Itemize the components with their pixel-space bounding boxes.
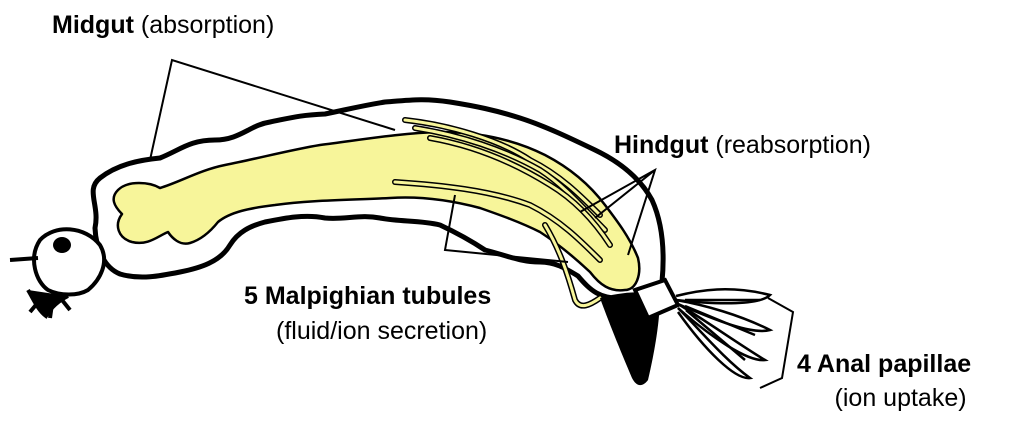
larva-head — [10, 229, 104, 318]
hindgut-label: Hindgut (reabsorption) — [614, 133, 871, 158]
hindgut-title: Hindgut — [614, 131, 708, 159]
anal-title: 4 Anal papillae — [797, 350, 971, 378]
midgut-label: Midgut (absorption) — [52, 13, 274, 38]
midgut-desc: (absorption) — [141, 11, 274, 39]
anal-papillae — [676, 289, 770, 378]
anal-desc: (ion uptake) — [835, 384, 967, 412]
midgut-title: Midgut — [52, 11, 134, 39]
papillae-bracket — [760, 298, 793, 388]
anal-papillae-label: 4 Anal papillae (ion uptake) — [797, 352, 971, 411]
malpighian-title: 5 Malpighian tubules — [244, 282, 491, 310]
hindgut-desc: (reabsorption) — [715, 131, 871, 159]
malpighian-desc: (fluid/ion secretion) — [276, 317, 487, 345]
malpighian-label: 5 Malpighian tubules (fluid/ion secretio… — [244, 284, 491, 344]
